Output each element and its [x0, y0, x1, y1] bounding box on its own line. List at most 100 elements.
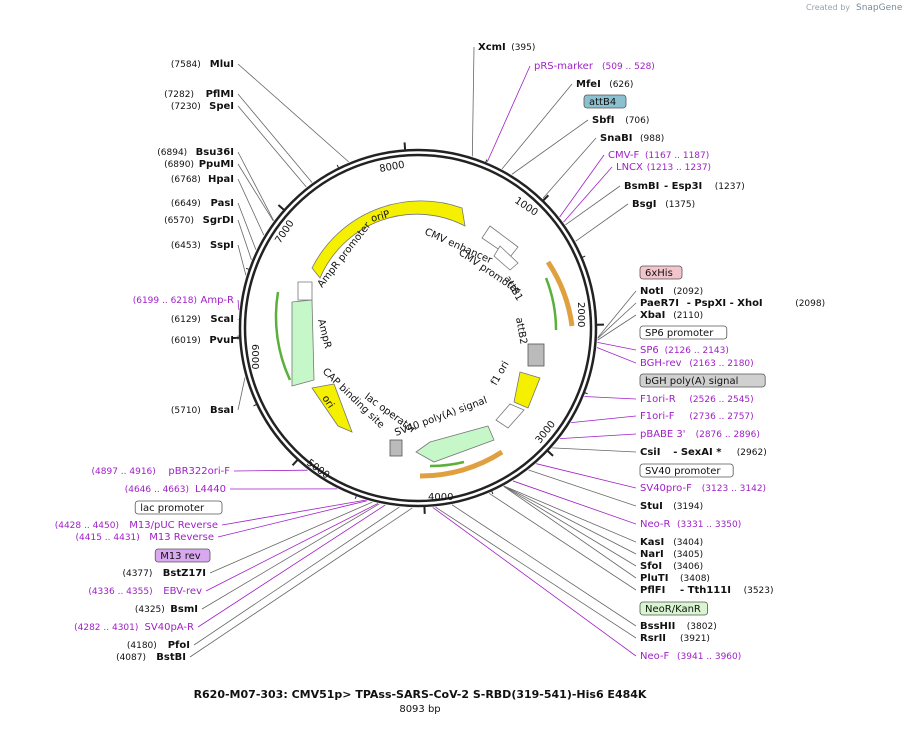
label-name: BGH-rev — [640, 358, 682, 369]
label-position: (3405) — [673, 550, 703, 560]
label-position: (4180) — [127, 641, 157, 651]
backbone — [238, 148, 598, 508]
tick-1500 — [582, 255, 586, 258]
right-label-29: PluTI (3408) — [640, 573, 710, 584]
label-position: (3331 .. 3350) — [677, 520, 741, 530]
right-label-33: RsrII(3921) — [640, 633, 710, 644]
right-label-26: KasI(3404) — [640, 537, 703, 548]
label-name: CMV-F — [608, 150, 639, 161]
right-label-18: F1ori-R(2526 .. 2545) — [640, 394, 754, 405]
label-name: SbfI — [592, 115, 614, 126]
feature-ampr — [291, 299, 315, 387]
label-position: (6019) — [171, 336, 201, 346]
left-label-5: HpaI(6768) — [171, 174, 234, 185]
left-label-18: M13 rev — [154, 548, 211, 563]
label-name: PflFI — [640, 585, 665, 596]
label-position: (3523) — [744, 586, 774, 596]
box-label-text: M13 rev — [160, 551, 201, 562]
right-label-0: XcmI(395) — [478, 42, 535, 53]
right-label-14: SP6 promoter — [639, 325, 728, 340]
label-name: NotI — [640, 286, 664, 297]
label-position: (3123 .. 3142) — [702, 484, 766, 494]
left-label-8: SspI (6453) — [171, 240, 234, 251]
box-label-text: 6xHis — [645, 268, 673, 279]
right-label-16: BGH-rev(2163 .. 2180) — [640, 358, 754, 369]
right-label-4: SbfI(706) — [592, 115, 649, 126]
label-name: MluI — [210, 59, 234, 70]
leader-line — [488, 493, 637, 591]
tick-label-4000: 4000 — [428, 492, 453, 503]
label-position: (2110) — [673, 311, 703, 321]
leader-line — [201, 503, 380, 610]
leader-line — [542, 137, 597, 199]
label-position: (6453) — [171, 241, 201, 251]
leader-line — [237, 299, 240, 311]
label-name: EBV-rev — [163, 586, 202, 597]
feature-cmv-promoter — [493, 245, 519, 271]
left-label-22: SV40pA-R(4282 .. 4301) — [74, 622, 194, 633]
feature-orange-lower — [419, 449, 504, 479]
label-position: (6570) — [164, 216, 194, 226]
label-name: BstBI — [156, 652, 186, 663]
map-title: R620-M07-303: CMV51p> TPAss-SARS-CoV-2 S… — [194, 688, 647, 701]
label-position: (2126 .. 2143) — [665, 346, 729, 356]
label-position: (6649) — [171, 199, 201, 209]
label-name: SspI — [210, 240, 234, 251]
label-position: (5710) — [171, 406, 201, 416]
label-name: Amp-R — [201, 295, 235, 306]
right-label-13: XbaI(2110) — [640, 310, 703, 321]
leader-line — [237, 219, 252, 260]
leader-line — [511, 119, 589, 175]
leader-line — [575, 203, 629, 242]
right-label-34: Neo-F(3941 .. 3960) — [640, 651, 741, 662]
leader-line — [237, 244, 247, 276]
box-label-text: SP6 promoter — [645, 328, 714, 339]
backbone-outer — [238, 148, 598, 508]
right-label-22: SV40 promoter — [639, 463, 734, 478]
credit-brand: SnapGene — [856, 3, 903, 13]
label-position: (7282) — [164, 90, 194, 100]
label-position: (3194) — [673, 502, 703, 512]
label-position: (3408) — [680, 574, 710, 584]
label-name: F1ori-F — [640, 411, 675, 422]
label-extra: - SexAI * — [673, 447, 722, 458]
right-label-15: SP6(2126 .. 2143) — [640, 345, 729, 356]
label-position: (3921) — [680, 634, 710, 644]
label-name: BssHII — [640, 621, 675, 632]
tick-1000 — [542, 194, 550, 201]
tick-marks — [232, 142, 604, 514]
left-label-15: lac promoter — [134, 500, 223, 515]
right-label-2: MfeI(626) — [576, 79, 633, 90]
leader-line — [571, 415, 637, 423]
tick-7500 — [336, 164, 339, 168]
leader-line — [559, 154, 605, 218]
leader-line — [471, 46, 475, 157]
label-name: CsiI — [640, 447, 660, 458]
label-name: PpuMI — [199, 159, 234, 170]
leader-line — [237, 93, 313, 183]
label-name: HpaI — [208, 174, 234, 185]
label-name: SgrDI — [203, 215, 234, 226]
label-position: (4325) — [135, 605, 165, 615]
tick-7000 — [277, 204, 285, 211]
label-name: PluTI — [640, 573, 668, 584]
label-position: (2098) — [795, 299, 825, 309]
right-label-20: pBABE 3'(2876 .. 2896) — [640, 429, 760, 440]
credit-prefix: Created by — [806, 3, 850, 12]
label-extra: - Tth111I — [680, 585, 731, 596]
leader-line — [559, 433, 637, 440]
tick-5000 — [291, 459, 299, 466]
label-box — [154, 548, 211, 563]
label-name: XcmI — [478, 42, 506, 53]
label-name: ScaI — [210, 314, 234, 325]
map-length: 8093 bp — [399, 704, 440, 715]
leader-line — [233, 469, 308, 472]
label-position: (1213 .. 1237) — [647, 163, 711, 173]
label-position: (4087) — [116, 653, 146, 663]
label-position: (4282 .. 4301) — [74, 623, 138, 633]
label-box — [134, 500, 223, 515]
leader-line — [503, 485, 637, 555]
right-label-31: NeoR/KanR — [639, 601, 708, 616]
label-position: (2526 .. 2545) — [689, 395, 753, 405]
leader-line — [597, 314, 637, 341]
